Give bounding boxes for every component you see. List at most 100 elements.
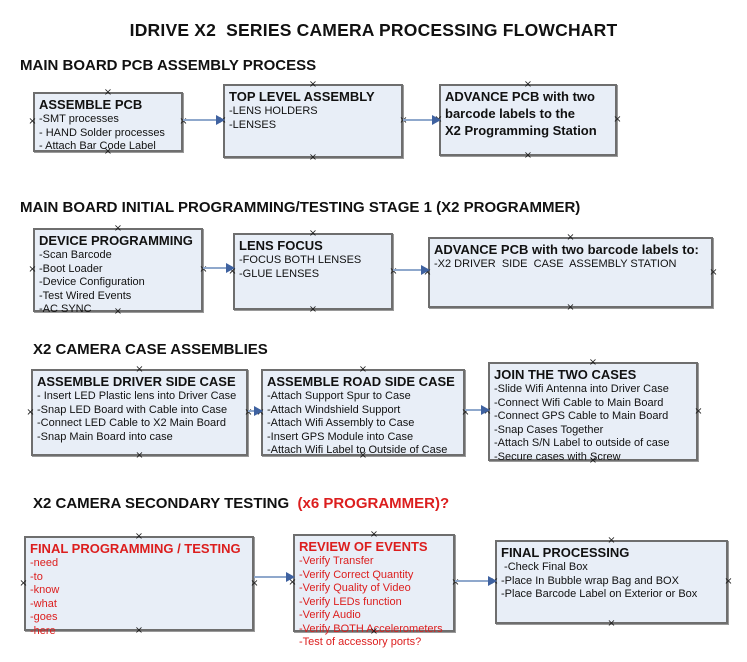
flow-box-final-programming-testing[interactable]: FINAL PROGRAMMING / TESTING -need -to -k…	[19, 532, 258, 637]
box-item: -to	[30, 570, 43, 583]
connection-handle-icon: ×	[523, 150, 533, 161]
box-item: -Check Final Box	[501, 561, 588, 573]
box-item: -Snap Cases Together	[494, 423, 604, 436]
flow-box-join-two-cases[interactable]: JOIN THE TWO CASES -Slide Wifi Antenna i…	[483, 358, 702, 466]
box-item: -X2 DRIVER SIDE CASE ASSEMBLY STATION	[434, 258, 677, 270]
connection-handle-icon: ×	[19, 577, 28, 589]
box-heading: FINAL PROCESSING	[501, 545, 630, 560]
arrow-head-icon	[216, 115, 225, 125]
connection-handle-icon: ×	[244, 406, 253, 418]
flow-arrow	[254, 572, 295, 582]
box-item: -here	[30, 624, 56, 637]
flow-box-top-level-assembly[interactable]: TOP LEVEL ASSEMBLY -LENS HOLDERS -LENSES…	[218, 80, 407, 163]
box-item: -what	[30, 597, 57, 610]
box-item: -need	[30, 557, 59, 569]
box-item: -Slide Wifi Antenna into Driver Case	[494, 383, 669, 395]
box-item: -Place In Bubble wrap Bag and BOX	[501, 574, 679, 587]
box-item: -Verify Transfer	[299, 555, 374, 567]
box-item: -Verify Audio	[299, 609, 361, 621]
flow-arrow	[465, 405, 490, 415]
box-item: - HAND Solder processes	[39, 126, 165, 139]
connection-handle-icon: ×	[566, 302, 575, 313]
box-item: -Test of accessory ports?	[299, 636, 422, 648]
section-header-case-assemblies: X2 CAMERA CASE ASSEMBLIES	[33, 341, 268, 358]
box-item: -Verify Quality of Video	[299, 582, 411, 594]
connection-handle-icon: ×	[135, 450, 144, 461]
flow-box-assemble-road-side-case[interactable]: ASSEMBLE ROAD SIDE CASE -Attach Support …	[256, 365, 469, 461]
box-heading: ADVANCE PCB with two barcode labels to t…	[445, 89, 597, 138]
section-header-secondary-testing-text: X2 CAMERA SECONDARY TESTING	[33, 495, 290, 512]
flow-box-device-programming[interactable]: DEVICE PROGRAMMING -Scan Barcode -Boot L…	[28, 224, 207, 317]
connection-handle-icon: ×	[613, 114, 622, 125]
flow-arrow	[393, 265, 430, 275]
connection-handle-icon: ×	[724, 576, 733, 587]
flow-box-advance-pcb-to-programming[interactable]: ADVANCE PCB with two barcode labels to t…	[434, 80, 621, 161]
box-heading: ASSEMBLE ROAD SIDE CASE	[267, 374, 455, 389]
arrow-head-icon	[481, 405, 490, 415]
box-item: -Attach Windshield Support	[267, 403, 401, 416]
box-item: -FOCUS BOTH LENSES	[239, 254, 362, 266]
connection-handle-icon: ×	[607, 618, 616, 629]
connection-handle-icon: ×	[28, 116, 37, 127]
flow-arrow	[203, 263, 235, 273]
box-item: -Attach S/N Label to outside of case	[494, 437, 670, 449]
flow-arrow	[248, 406, 263, 416]
box-item: -Connect LED Cable to X2 Main Board	[37, 417, 226, 429]
connection-handle-icon: ×	[28, 264, 37, 275]
connection-handle-icon: ×	[26, 406, 35, 418]
box-heading: TOP LEVEL ASSEMBLY	[229, 89, 375, 104]
arrow-head-icon	[421, 265, 430, 275]
box-item: -Connect GPS Cable to Main Board	[494, 410, 669, 422]
flow-box-assemble-driver-side-case[interactable]: ASSEMBLE DRIVER SIDE CASE - Insert LED P…	[26, 365, 252, 461]
section-header-pcb-assembly: MAIN BOARD PCB ASSEMBLY PROCESS	[20, 57, 317, 74]
flow-arrow	[403, 115, 441, 125]
flow-arrow	[455, 576, 497, 586]
arrow-head-icon	[488, 576, 497, 586]
box-item: -LENS HOLDERS	[229, 105, 318, 117]
connection-handle-icon: ×	[308, 152, 318, 163]
box-item: -know	[30, 584, 60, 596]
box-item: -GLUE LENSES	[239, 267, 320, 280]
box-heading: ASSEMBLE PCB	[39, 97, 143, 112]
box-heading: REVIEW OF EVENTS	[299, 539, 428, 554]
box-heading: JOIN THE TWO CASES	[494, 367, 637, 382]
section-header-secondary-testing-accent: (x6 PROGRAMMER)?	[289, 495, 450, 512]
connection-handle-icon: ×	[694, 405, 703, 417]
box-item: -SMT processes	[39, 113, 119, 125]
box-item: - Attach Bar Code Label	[39, 140, 156, 152]
box-item: -Test Wired Events	[39, 289, 132, 302]
box-heading: ADVANCE PCB with two barcode labels to:	[434, 242, 699, 257]
section-header-initial-programming: MAIN BOARD INITIAL PROGRAMMING/TESTING S…	[20, 199, 581, 216]
box-item: -Attach Support Spur to Case	[267, 390, 411, 402]
flow-box-final-processing[interactable]: FINAL PROCESSING -Check Final Box -Place…	[490, 536, 732, 629]
flow-box-lens-focus[interactable]: LENS FOCUS -FOCUS BOTH LENSES -GLUE LENS…	[228, 229, 397, 315]
arrow-head-icon	[432, 115, 441, 125]
box-item: -Verify BOTH Accelerometers	[299, 622, 443, 635]
box-item: -Boot Loader	[39, 262, 103, 275]
box-item: -Verify LEDs function	[299, 595, 402, 608]
box-item: -Device Configuration	[39, 276, 145, 288]
connection-handle-icon: ×	[250, 577, 259, 589]
box-item: -Connect Wifi Cable to Main Board	[494, 396, 664, 409]
box-item: -AC SYNC	[39, 303, 92, 315]
box-item: -goes	[30, 611, 58, 623]
box-heading: LENS FOCUS	[239, 238, 323, 253]
box-heading: ASSEMBLE DRIVER SIDE CASE	[37, 374, 236, 389]
box-item: -Snap LED Board with Cable into Case	[37, 403, 228, 416]
box-heading: FINAL PROGRAMMING / TESTING	[30, 541, 241, 556]
box-item: -Scan Barcode	[39, 249, 112, 261]
connection-handle-icon: ×	[308, 304, 318, 315]
section-header-secondary-testing: X2 CAMERA SECONDARY TESTING (x6 PROGRAMM…	[33, 495, 449, 512]
flow-box-review-of-events[interactable]: REVIEW OF EVENTS -Verify Transfer -Verif…	[288, 530, 459, 649]
arrow-head-icon	[286, 572, 295, 582]
box-item: -Attach Wifi Label to Outside of Case	[267, 444, 448, 456]
box-heading: DEVICE PROGRAMMING	[39, 233, 193, 248]
box-item: -Place Barcode Label on Exterior or Box	[501, 588, 698, 600]
arrow-head-icon	[254, 406, 263, 416]
connection-handle-icon: ×	[389, 265, 398, 277]
box-item: -Attach Wifi Assembly to Case	[267, 417, 415, 429]
flow-box-assemble-pcb[interactable]: ASSEMBLE PCB -SMT processes - HAND Solde…	[28, 88, 187, 157]
box-item: -Snap Main Board into case	[37, 430, 173, 443]
flow-box-advance-pcb-to-case-assembly[interactable]: ADVANCE PCB with two barcode labels to: …	[423, 233, 717, 313]
box-item: -Insert GPS Module into Case	[267, 430, 414, 443]
